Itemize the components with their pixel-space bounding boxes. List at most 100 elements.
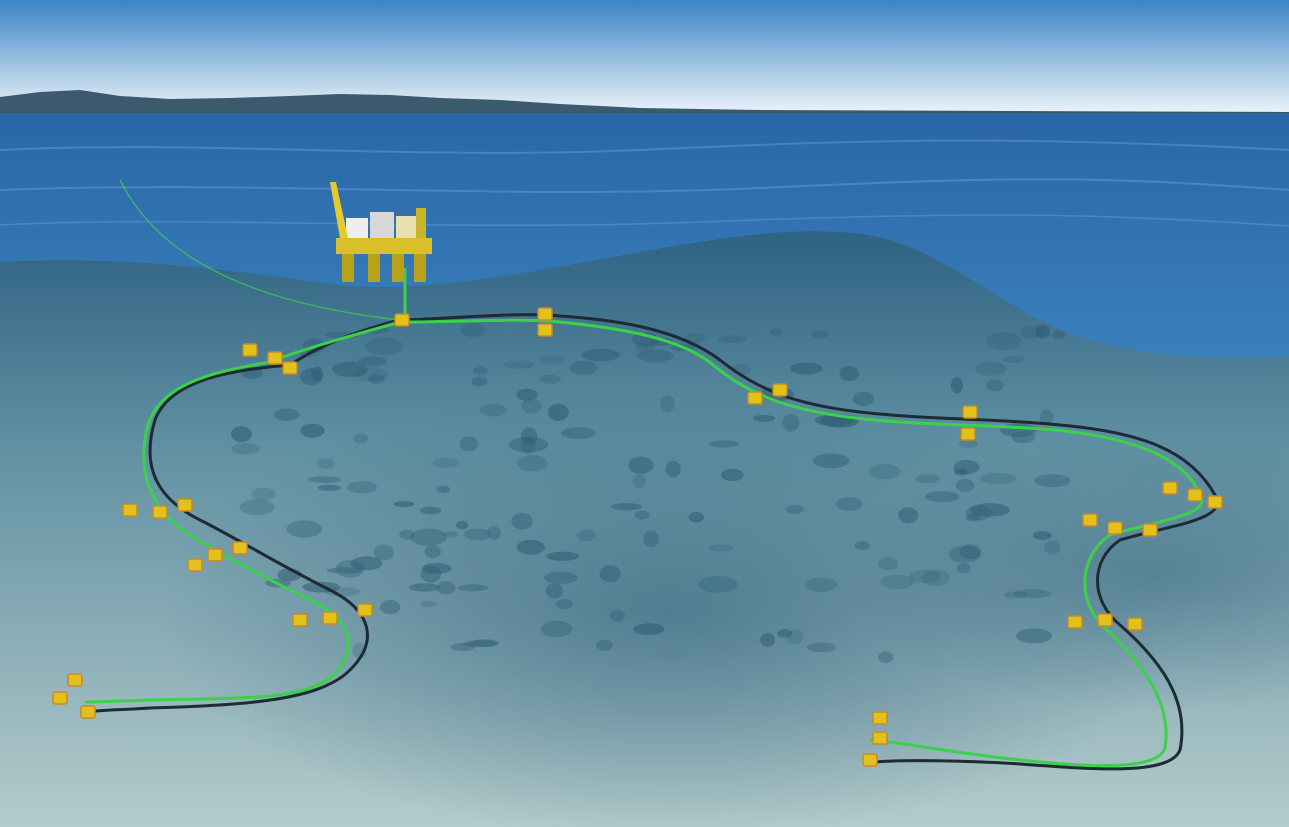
seabed-crater (432, 457, 459, 468)
seabed-crater (1000, 423, 1037, 438)
subsea-unit (267, 351, 283, 365)
seabed-crater (599, 565, 621, 583)
seabed-crater (251, 487, 276, 501)
seabed-crater (354, 367, 389, 382)
seabed-crater (986, 332, 1022, 350)
seabed-crater (464, 528, 492, 541)
subsea-unit (207, 548, 223, 562)
seabed-crater (317, 484, 342, 491)
seabed-crater (633, 623, 665, 635)
seabed-crater (953, 468, 968, 476)
seabed-crater (1034, 474, 1071, 488)
mooring-line (119, 179, 401, 321)
seabed-craters (231, 322, 1071, 663)
subsea-unit (152, 505, 168, 519)
seabed-crater (1035, 324, 1051, 339)
seabed-crater (472, 366, 488, 375)
subsea-unit (232, 541, 248, 555)
subsea-unit (1067, 615, 1083, 629)
seabed-crater (718, 335, 748, 344)
sea-surface-highlights (0, 139, 1289, 227)
subsea-unit (1127, 617, 1143, 631)
seabed-crater (1020, 326, 1044, 339)
subsea-unit (80, 705, 96, 719)
seabed-crater (462, 640, 497, 648)
seabed-crater (239, 499, 275, 516)
subsea-unit (537, 323, 553, 337)
subsea-unit (394, 313, 410, 327)
platform-deck (336, 238, 432, 254)
seabed-crater (421, 563, 452, 574)
seabed-crater (521, 427, 538, 445)
subsea-unit (747, 391, 763, 405)
subsea-unit (960, 427, 976, 441)
seabed-crater (516, 539, 546, 555)
seabed-crater (970, 503, 1010, 517)
seabed-crater (1016, 628, 1053, 644)
seabed-crater (1013, 589, 1052, 598)
seabed-crater (688, 511, 704, 523)
seabed-crater (480, 403, 507, 417)
seabed-crater (839, 365, 860, 382)
seabed-crater (698, 576, 738, 593)
seabed-crater (760, 633, 775, 647)
platform-legs (342, 250, 426, 282)
seabed-crater (316, 458, 336, 469)
seabed-crater (909, 570, 941, 584)
seabed-crater (560, 427, 596, 439)
seabed-crater (785, 504, 804, 514)
subsea-unit (772, 383, 788, 397)
seabed-crater (1052, 330, 1066, 340)
seabed-crater (721, 468, 744, 482)
seabed-crater (790, 362, 823, 375)
seabed-crater (665, 460, 681, 478)
seabed-crater (569, 361, 598, 375)
flowline-east-dark (404, 313, 1219, 771)
seabed-crater (806, 642, 836, 653)
subsea-unit (872, 731, 888, 745)
flowline-west-dark (87, 318, 401, 714)
subsea-unit (282, 361, 298, 375)
seabed-crater (541, 620, 573, 638)
seabed-crater (346, 481, 378, 494)
seabed-crater (555, 598, 573, 610)
seabed-crater (335, 560, 365, 578)
seabed-crater (782, 413, 800, 432)
seabed-crater (660, 395, 675, 412)
platform-flare-boom (330, 182, 348, 238)
seabed-crater (684, 332, 706, 344)
seabed-crater (332, 361, 368, 378)
seabed-crater (538, 355, 565, 365)
seabed-crater (393, 501, 415, 508)
seabed-crater (770, 328, 783, 337)
seabed-crater (547, 403, 569, 421)
seabed-crater (470, 639, 500, 647)
subsea-unit (177, 498, 193, 512)
seabed-crater (628, 456, 654, 474)
subsea-equipment-group (52, 307, 1223, 767)
subsea-unit (67, 673, 83, 687)
seabed-crater (399, 529, 415, 540)
seabed-crater (643, 530, 660, 548)
seabed-crater (878, 557, 898, 571)
seabed-crater (878, 651, 894, 663)
seabed-crater (915, 474, 940, 484)
seabed-crater (458, 584, 489, 592)
subsea-unit (1207, 495, 1223, 509)
distant-coastline (0, 90, 1289, 116)
subsea-unit (187, 558, 203, 572)
seabed-crater (753, 414, 776, 422)
seabed-crater (424, 545, 441, 559)
seabed-crater (1039, 409, 1054, 425)
seabed-crater (595, 639, 613, 651)
seabed-crater (273, 408, 300, 421)
seabed-crater (326, 567, 363, 574)
seabed-crater (1044, 540, 1061, 555)
seabed-crater (810, 330, 830, 339)
seabed-crater (420, 506, 442, 515)
subsea-unit (242, 343, 258, 357)
seabed-crater (521, 436, 536, 455)
seabed-crater (511, 513, 533, 530)
seabed-crater (965, 505, 993, 521)
